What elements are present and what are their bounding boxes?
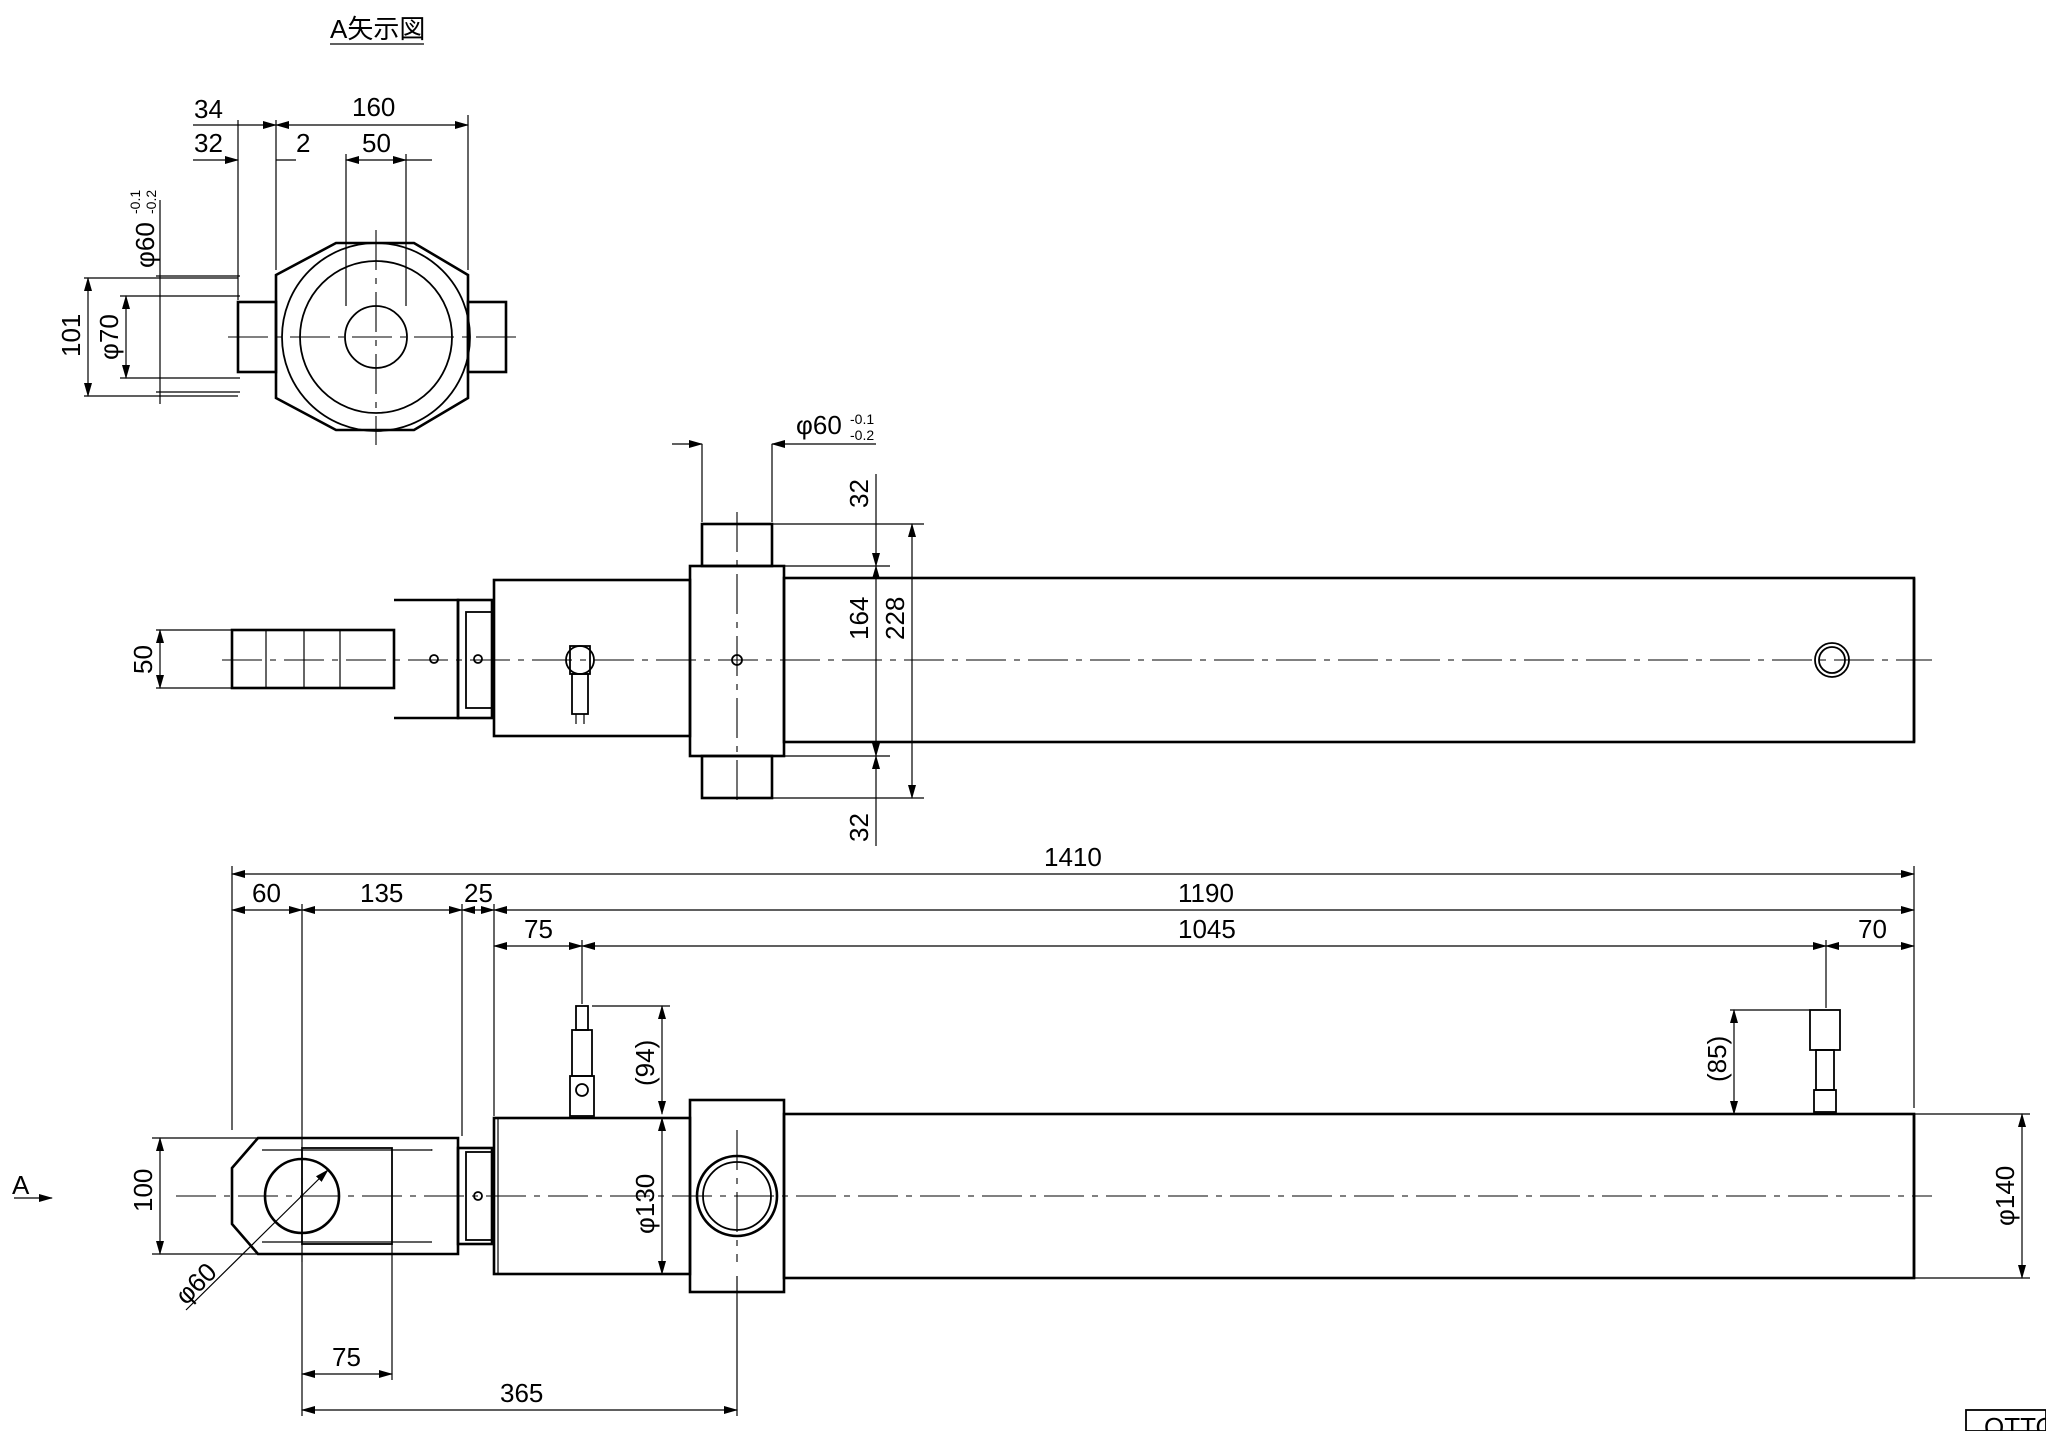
dim-34: 34 — [194, 94, 223, 124]
view-a-title: A矢示図 — [330, 14, 425, 44]
dim-94: (94) — [630, 1040, 660, 1086]
dim-75-top: 75 — [524, 914, 553, 944]
title-block-text: OTTO — [1984, 1412, 2046, 1431]
dim-25: 25 — [464, 878, 493, 908]
dim-phi60-tol: φ60 — [130, 222, 160, 268]
dim-60: 60 — [252, 878, 281, 908]
dim-phi140: φ140 — [1990, 1166, 2020, 1226]
top-dim-164: 164 — [844, 597, 874, 640]
top-tol-lower: -0.2 — [850, 427, 874, 443]
dim-365: 365 — [500, 1378, 543, 1408]
top-dim-phi60: φ60 — [796, 410, 842, 440]
dim-101: 101 — [56, 314, 86, 357]
dim-85: (85) — [1702, 1036, 1732, 1082]
dim-1410: 1410 — [1044, 842, 1102, 872]
dim-50: 50 — [362, 128, 391, 158]
dim-32: 32 — [194, 128, 223, 158]
dim-160: 160 — [352, 92, 395, 122]
view-a: A矢示図 34 160 32 2 50 101 — [56, 14, 520, 445]
dim-1190: 1190 — [1178, 878, 1234, 908]
view-a-flange-outline — [274, 241, 470, 432]
dim-1045: 1045 — [1178, 914, 1236, 944]
top-tol-upper: -0.1 — [850, 411, 874, 427]
top-dim-228: 228 — [880, 597, 910, 640]
dim-135: 135 — [360, 878, 403, 908]
title-block: OTTO — [1965, 1409, 2046, 1431]
dim-70: 70 — [1858, 914, 1887, 944]
side-view: 1410 60 135 25 1190 75 1045 70 (94) φ130… — [12, 842, 2030, 1416]
dim-phi70: φ70 — [94, 314, 124, 360]
dim-phi60-side: φ60 — [169, 1257, 223, 1311]
dim-75-bottom: 75 — [332, 1342, 361, 1372]
dim-100: 100 — [128, 1169, 158, 1212]
top-view: φ60 -0.1 -0.2 32 164 228 32 50 — [128, 410, 1932, 846]
view-arrow-a: A — [12, 1170, 30, 1200]
tol-upper: -0.1 — [127, 190, 143, 214]
top-dim-32-top: 32 — [844, 479, 874, 508]
top-dim-32-bottom: 32 — [844, 813, 874, 842]
top-dim-50: 50 — [128, 645, 158, 674]
tol-lower: -0.2 — [143, 190, 159, 214]
dim-2: 2 — [296, 128, 310, 158]
dim-phi130: φ130 — [630, 1174, 660, 1234]
